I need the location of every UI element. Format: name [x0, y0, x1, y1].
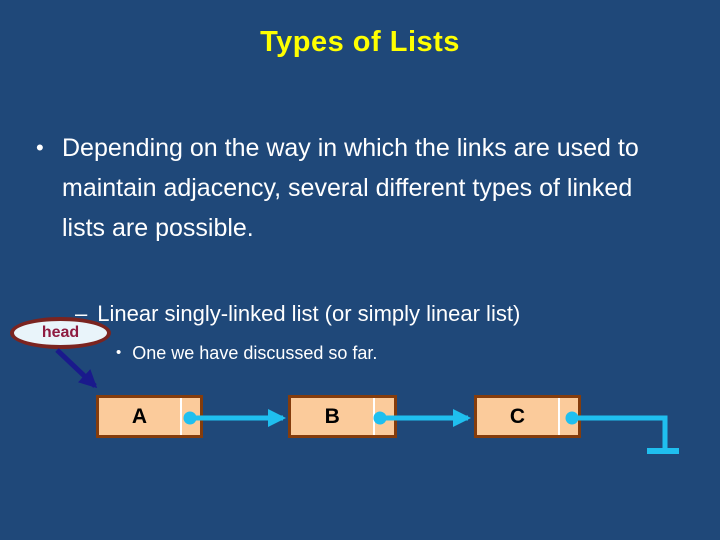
slide-title: Types of Lists: [260, 26, 460, 58]
bullet-marker: •: [116, 344, 122, 361]
bullet-main: • Depending on the way in which the link…: [36, 128, 656, 248]
head-pointer-oval: head: [10, 317, 111, 349]
pointer-line-c-to-null: [572, 415, 668, 448]
node-a-label: A: [131, 404, 147, 428]
bullet-sub: – Linear singly-linked list (or simply l…: [75, 300, 520, 328]
node-b-divider: [373, 398, 376, 435]
node-b-label: B: [324, 404, 340, 428]
node-c-label: C: [509, 404, 525, 428]
bullet-main-text: Depending on the way in which the links …: [62, 134, 639, 242]
head-arrow-icon: [55, 348, 98, 389]
node-c-divider: [557, 398, 560, 435]
list-node-a: A: [96, 395, 203, 438]
list-node-c: C: [474, 395, 581, 438]
head-pointer-label: head: [41, 324, 80, 341]
bullet-marker: •: [36, 135, 44, 160]
bullet-sub-sub: • One we have discussed so far.: [116, 341, 377, 365]
node-a-divider: [179, 398, 182, 435]
bullet-sub-sub-text: One we have discussed so far.: [132, 343, 378, 363]
list-node-b: B: [288, 395, 397, 438]
bullet-sub-text: Linear singly-linked list (or simply lin…: [97, 301, 521, 326]
